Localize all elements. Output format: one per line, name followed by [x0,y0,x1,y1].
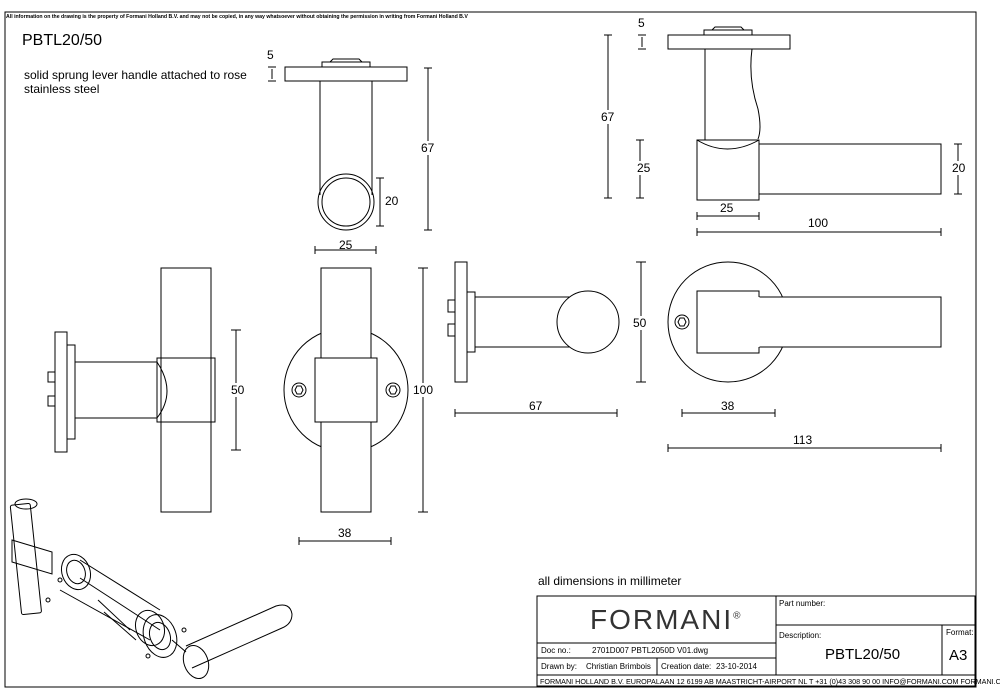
side-view-middle [447,261,646,417]
description-line: solid sprung lever handle attached to ro… [24,68,247,82]
dim-top-diameter: 20 [385,194,399,208]
top-view [268,58,432,254]
dim-top-width: 25 [339,238,353,252]
creation-date-label: Creation date: [661,662,712,671]
description-line: stainless steel [24,82,100,96]
dim-side-lever-diameter: 20 [952,161,966,175]
front-view-left [47,267,241,513]
isometric-view [9,498,293,679]
doc-no-value: 2701D007 PBTL2050D V01.dwg [592,646,709,655]
units-note: all dimensions in millimeter [538,574,682,588]
dim-side-grip-width: 25 [720,201,734,215]
dim-side-middle-height: 50 [633,316,647,330]
description-label: Description: [779,631,822,640]
creation-date-value: 23-10-2014 [716,662,757,671]
format-label: Format: [946,628,974,637]
doc-no-label: Doc no.: [541,646,571,655]
dim-back-grip: 38 [721,399,735,413]
front-view-center [283,267,428,545]
product-code: PBTL20/50 [22,32,103,49]
dim-top-rose: 5 [267,48,274,62]
drawn-by-value: Christian Brimbois [586,662,651,671]
dim-side-grip-height: 25 [637,161,651,175]
dim-top-height: 67 [421,141,435,155]
dim-front-center-height: 100 [413,383,434,397]
description-value: PBTL20/50 [825,646,901,663]
back-view-right [667,261,942,452]
dim-front-center-width: 38 [338,526,352,540]
description: solid sprung lever handle attached to ro… [24,68,247,96]
dim-side-height: 67 [601,110,615,124]
dim-side-lever-length: 100 [808,216,829,230]
format-value: A3 [949,647,968,664]
disclaimer: All information on the drawing is the pr… [6,14,468,20]
drawn-by-label: Drawn by: [541,662,578,671]
dim-side-rose: 5 [638,16,645,30]
dim-front-left-height: 50 [231,383,245,397]
part-number-label: Part number: [779,599,826,608]
drawing-border [4,11,977,688]
side-view-top-right [604,26,962,236]
company-footer: FORMANI HOLLAND B.V. EUROPALAAN 12 6199 … [540,677,1000,686]
brand-name: FORMANI [590,604,734,635]
title-block [536,595,976,687]
dim-side-middle-depth: 67 [529,399,543,413]
dim-back-length: 113 [793,433,813,447]
brand-mark: ® [733,610,743,622]
brand-logo: FORMANI® [590,604,742,636]
